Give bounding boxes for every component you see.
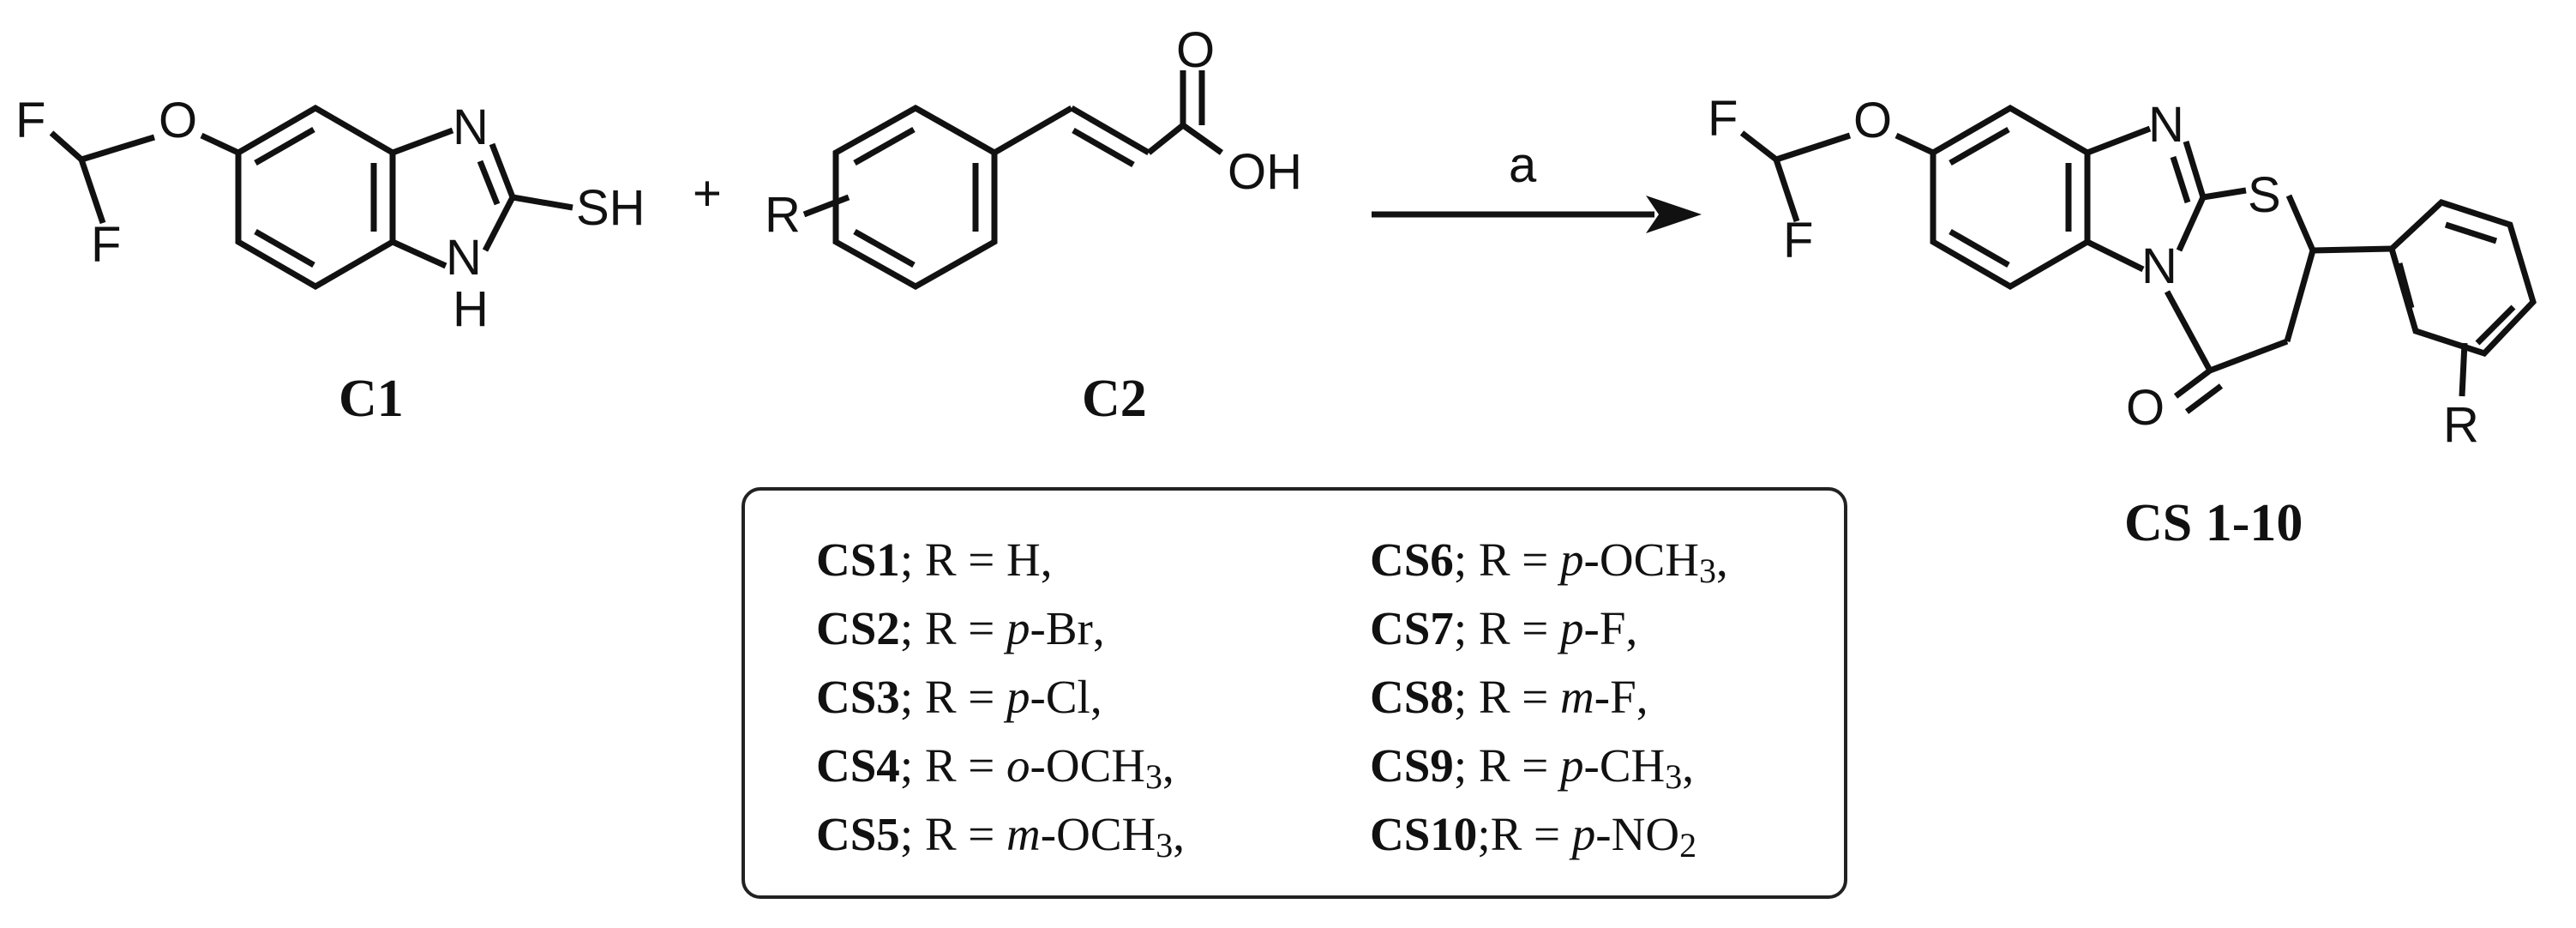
separator: ; R = [899, 808, 1007, 860]
position-prefix: p [1571, 808, 1596, 860]
position-prefix: p [1560, 533, 1584, 586]
substituent: H [1006, 533, 1041, 586]
subscript: 3 [1699, 551, 1716, 590]
position-prefix: p [1006, 602, 1030, 654]
trailing-comma: , [1173, 808, 1185, 860]
compound-label-c2: C2 [1082, 370, 1147, 428]
atom-r: R [765, 187, 801, 243]
atom-s: S [2248, 167, 2281, 223]
separator: ; R = [1453, 739, 1561, 792]
atom-f: F [1783, 213, 1813, 268]
position-prefix: m [1006, 808, 1041, 860]
plus-sign: + [693, 166, 722, 221]
legend-entry: CS3; R = p-Cl, [816, 673, 1102, 720]
substituent-legend [742, 487, 1847, 899]
structure-c2: R O OH C2 [765, 22, 1302, 428]
trailing-comma: , [1090, 671, 1102, 723]
atom-f: F [91, 217, 121, 273]
compound-label-product: CS 1-10 [2124, 494, 2303, 552]
legend-entry: CS10;R = p-NO2 [1370, 808, 1696, 863]
substituent: -OCH [1040, 808, 1156, 860]
atom-sh: SH [576, 180, 646, 236]
compound-label-c1: C1 [339, 370, 404, 428]
legend-entry: CS9; R = p-CH3, [1370, 739, 1695, 794]
trailing-comma: , [1625, 602, 1638, 654]
separator: ; R = [1453, 671, 1561, 723]
legend-entry: CS2; R = p-Br, [816, 605, 1105, 652]
subscript: 2 [1679, 826, 1697, 865]
compound-id: CS7 [1370, 602, 1454, 654]
position-prefix: p [1560, 602, 1584, 654]
trailing-comma: , [1162, 739, 1174, 792]
subscript: 3 [1665, 757, 1683, 796]
trailing-comma: , [1682, 739, 1695, 792]
compound-id: CS2 [816, 602, 900, 654]
atom-n: N [2148, 97, 2184, 153]
reaction-arrow: a [1372, 137, 1702, 233]
atom-n: N [446, 230, 482, 286]
compound-id: CS4 [816, 739, 900, 792]
substituent: -Br [1030, 602, 1093, 654]
separator: ; R = [899, 671, 1007, 723]
structure-product: F F O N N S O R CS 1-10 [1708, 91, 2537, 552]
compound-id: CS1 [816, 533, 900, 586]
atom-n: N [453, 99, 489, 155]
position-prefix: p [1560, 739, 1584, 792]
compound-id: CS5 [816, 808, 900, 860]
position-prefix: o [1006, 739, 1030, 792]
trailing-comma: , [1040, 533, 1053, 586]
substituent: -F [1583, 602, 1626, 654]
substituent: -CH [1583, 739, 1666, 792]
position-prefix: m [1560, 671, 1594, 723]
reaction-condition: a [1509, 137, 1537, 193]
legend-entry: CS6; R = p-OCH3, [1370, 533, 1728, 588]
separator: ; R = [1453, 533, 1561, 586]
separator: ; R = [1453, 602, 1561, 654]
separator: ; R = [899, 533, 1007, 586]
atom-o: O [2126, 380, 2165, 436]
compound-id: CS9 [1370, 739, 1454, 792]
compound-id: CS8 [1370, 671, 1454, 723]
atom-f: F [1708, 91, 1738, 147]
compound-id: CS10 [1370, 808, 1478, 860]
substituent: -F [1594, 671, 1636, 723]
trailing-comma: , [1636, 671, 1648, 723]
atom-f: F [15, 93, 45, 148]
position-prefix: p [1006, 671, 1030, 723]
subscript: 3 [1145, 757, 1162, 796]
substituent: -OCH [1030, 739, 1145, 792]
compound-id: CS3 [816, 671, 900, 723]
substituent: -NO [1595, 808, 1680, 860]
atom-oh: OH [1228, 144, 1302, 200]
atom-o: O [1853, 93, 1892, 148]
compound-id: CS6 [1370, 533, 1454, 586]
substituent: -OCH [1583, 533, 1699, 586]
substituent: -Cl [1030, 671, 1090, 723]
structure-c1: F F O N N H SH C1 [15, 93, 646, 428]
atom-o: O [159, 93, 197, 148]
subscript: 3 [1156, 826, 1174, 865]
atom-h: H [453, 281, 489, 337]
atom-o: O [1176, 22, 1215, 78]
trailing-comma: , [1092, 602, 1105, 654]
separator: ;R = [1477, 808, 1572, 860]
legend-entry: CS4; R = o-OCH3, [816, 739, 1174, 794]
legend-entry: CS7; R = p-F, [1370, 605, 1637, 652]
separator: ; R = [899, 602, 1007, 654]
separator: ; R = [899, 739, 1007, 792]
atom-r: R [2443, 397, 2479, 453]
legend-entry: CS5; R = m-OCH3, [816, 808, 1185, 863]
trailing-comma: , [1716, 533, 1728, 586]
atom-n: N [2141, 238, 2177, 294]
legend-entry: CS8; R = m-F, [1370, 673, 1648, 720]
legend-entry: CS1; R = H, [816, 536, 1053, 583]
